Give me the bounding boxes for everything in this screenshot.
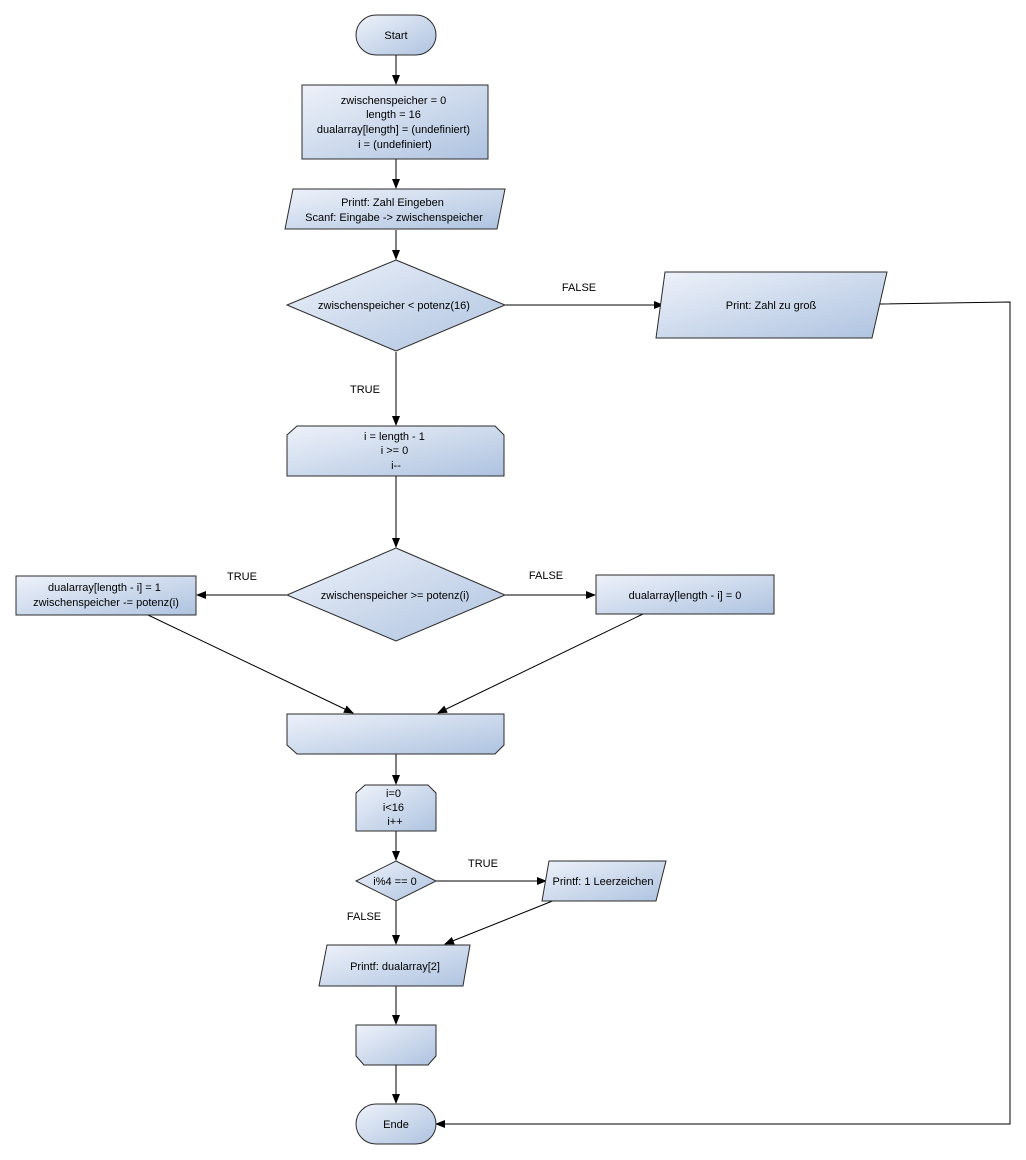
edges [147, 55, 1011, 1128]
loop1-line: i = length - 1 [364, 431, 425, 443]
edge-label-size-false: FALSE [562, 282, 596, 294]
init-process-box[interactable]: zwischenspeicher = 0 length = 16 dualarr… [301, 84, 489, 160]
mod-check-label: i%4 == 0 [373, 876, 416, 888]
loop2-line: i=0 [386, 788, 401, 800]
set-one-line: dualarray[length - i] = 1 [48, 582, 161, 594]
loop1-line: i-- [391, 460, 401, 472]
too-big-label: Print: Zahl zu groß [726, 300, 817, 312]
start-terminator[interactable]: Start [355, 14, 437, 56]
input-line: Printf: Zahl Eingeben [341, 197, 444, 209]
edge-set-one-loop1-end [147, 614, 354, 714]
init-line: length = 16 [366, 109, 421, 121]
loop1-end[interactable] [286, 713, 505, 755]
print-space-parallelogram[interactable]: Printf: 1 Leerzeichen [541, 860, 667, 902]
loop2-line: i<16 [383, 802, 404, 814]
edge-too-big-end [435, 301, 1011, 1128]
svg-text:i = length - 1 i >= 0: i = length - 1 i >= 0 i-- [364, 431, 428, 472]
edge-label-bit-true: TRUE [227, 571, 257, 583]
loop1-start[interactable]: i = length - 1 i >= 0 i-- [286, 425, 505, 477]
print-space-label: Printf: 1 Leerzeichen [553, 876, 654, 888]
svg-text:zwischenspeicher = 0 len: zwischenspeicher = 0 length = 16 dualarr… [317, 95, 473, 151]
size-check-label: zwischenspeicher < potenz(16) [318, 300, 470, 312]
svg-text:i=0 i<16 i++: i=0 i<16 i++ [383, 788, 407, 828]
end-terminator[interactable]: Ende [355, 1103, 437, 1145]
set-zero-process-box[interactable]: dualarray[length - i] = 0 [595, 574, 775, 615]
bit-check-label: zwischenspeicher >= potenz(i) [321, 590, 470, 602]
svg-text:Printf: Zahl Eingeben Sc: Printf: Zahl Eingeben Scanf: Eingabe -> … [305, 197, 483, 224]
init-line: dualarray[length] = (undefiniert) [317, 124, 470, 136]
edge-set-zero-loop1-end [437, 613, 644, 714]
size-check-decision[interactable]: zwischenspeicher < potenz(16) [285, 259, 507, 352]
input-parallelogram[interactable]: Printf: Zahl Eingeben Scanf: Eingabe -> … [284, 188, 506, 230]
bit-check-decision[interactable]: zwischenspeicher >= potenz(i) [285, 547, 507, 642]
mod-check-decision[interactable]: i%4 == 0 [354, 860, 438, 902]
edge-labels: FALSE TRUE TRUE FALSE TRUE FALSE [227, 282, 596, 923]
end-label: Ende [383, 1119, 409, 1131]
set-one-process-box[interactable]: dualarray[length - i] = 1 zwischenspeich… [15, 575, 197, 616]
print-array-label: Printf: dualarray[2] [350, 961, 440, 973]
init-line: zwischenspeicher = 0 [341, 95, 446, 107]
svg-text:dualarray[length - i] = 1: dualarray[length - i] = 1 zwischenspeich… [33, 582, 179, 609]
print-array-parallelogram[interactable]: Printf: dualarray[2] [318, 944, 471, 987]
loop2-start[interactable]: i=0 i<16 i++ [355, 784, 437, 832]
edge-label-bit-false: FALSE [529, 570, 563, 582]
loop2-end[interactable] [355, 1024, 437, 1066]
edge-label-mod-false: FALSE [347, 911, 381, 923]
loop2-line: i++ [387, 816, 402, 828]
edge-label-size-true: TRUE [350, 384, 380, 396]
edge-print-space-print-array [444, 899, 556, 945]
loop1-line: i >= 0 [381, 445, 409, 457]
too-big-parallelogram[interactable]: Print: Zahl zu groß [655, 271, 888, 339]
edge-label-mod-true: TRUE [468, 858, 498, 870]
start-label: Start [384, 30, 407, 42]
set-one-line: zwischenspeicher -= potenz(i) [33, 597, 179, 609]
init-line: i = (undefiniert) [358, 139, 432, 151]
input-line: Scanf: Eingabe -> zwischenspeicher [305, 212, 483, 224]
set-zero-label: dualarray[length - i] = 0 [629, 590, 742, 602]
